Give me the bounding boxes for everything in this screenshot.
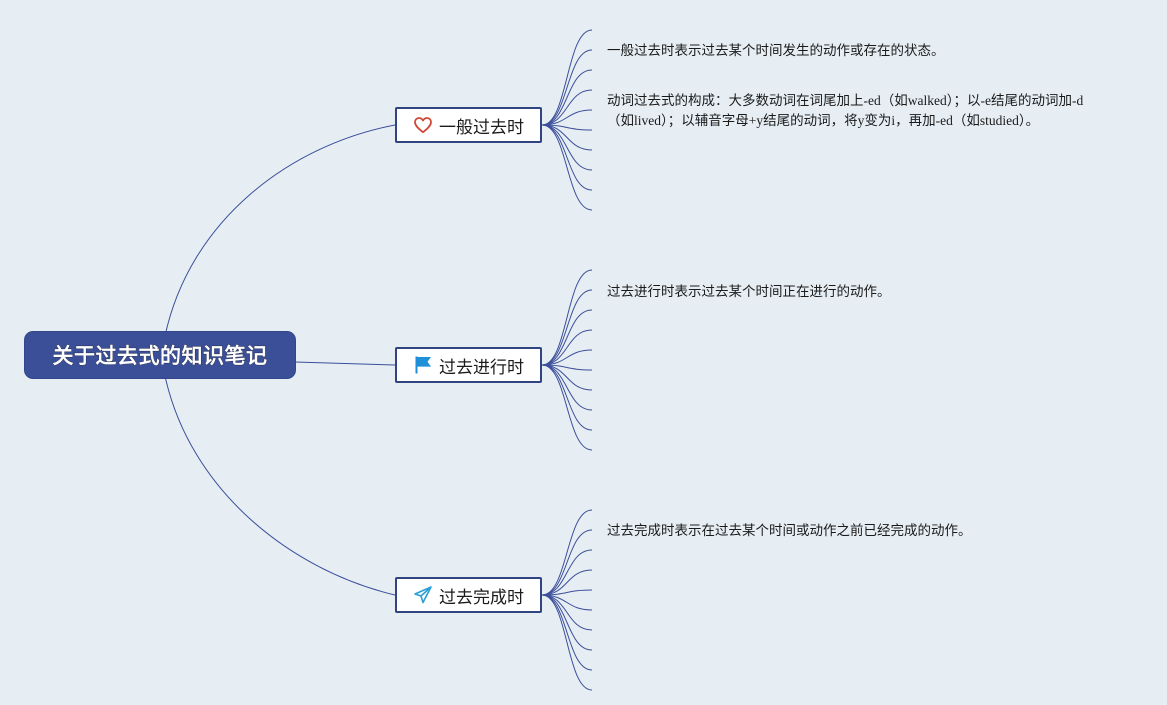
connector-fan-simple-past [541, 49, 593, 126]
branch-simple-past[interactable]: 一般过去时 [395, 107, 542, 143]
connector-fan-past-perfect [541, 569, 593, 596]
branch-simple-past-label: 一般过去时 [439, 117, 524, 138]
connector-fan-past-perfect [541, 549, 593, 596]
note-simple-past-verb-forms[interactable]: 动词过去式的构成：大多数动词在词尾加上-ed（如walked）；以-e结尾的动词… [607, 93, 1084, 128]
connector-fan-past-perfect [541, 594, 593, 691]
branch-past-continuous-label: 过去进行时 [439, 357, 524, 378]
branch-past-perfect[interactable]: 过去完成时 [395, 577, 542, 613]
connector-fan-past-continuous [541, 289, 593, 366]
note-simple-past-definition[interactable]: 一般过去时表示过去某个时间发生的动作或存在的状态。 [607, 43, 945, 58]
connector-root-to-simple-past [164, 124, 396, 337]
connector-root-to-past-continuous [294, 361, 396, 366]
connector-fan-simple-past [541, 89, 593, 126]
flag-icon [413, 355, 433, 375]
connector-fan-past-continuous [541, 364, 593, 391]
connector-fan-past-continuous [541, 269, 593, 366]
connector-fan-simple-past [541, 124, 593, 171]
connector-fan-simple-past [541, 69, 593, 126]
connector-fan-past-continuous [541, 309, 593, 366]
connector-fan-simple-past [541, 124, 593, 211]
connector-fan-simple-past [541, 29, 593, 126]
connector-fan-past-continuous [541, 349, 593, 366]
connector-fan-past-continuous [541, 329, 593, 366]
connector-fan-past-perfect [541, 594, 593, 671]
connector-fan-past-continuous [541, 364, 593, 451]
connector-fan-past-continuous [541, 364, 593, 431]
heart-icon [413, 115, 433, 135]
note-past-continuous-definition[interactable]: 过去进行时表示过去某个时间正在进行的动作。 [607, 284, 891, 299]
connector-root-to-past-perfect [164, 375, 396, 596]
branch-past-perfect-label: 过去完成时 [439, 587, 524, 608]
connector-fan-simple-past [541, 109, 593, 126]
connector-fan-past-perfect [541, 509, 593, 596]
branch-past-continuous[interactable]: 过去进行时 [395, 347, 542, 383]
root-topic-label: 关于过去式的知识笔记 [52, 344, 268, 369]
connector-fan-past-perfect [541, 529, 593, 596]
note-past-perfect-definition[interactable]: 过去完成时表示在过去某个时间或动作之前已经完成的动作。 [607, 523, 972, 538]
root-topic[interactable]: 关于过去式的知识笔记 [25, 332, 295, 378]
connector-fan-simple-past [541, 124, 593, 151]
connector-fan-simple-past [541, 124, 593, 191]
paper-plane-icon [413, 585, 433, 605]
connector-fan-past-perfect [541, 594, 593, 631]
connector-fan-past-continuous [541, 364, 593, 411]
